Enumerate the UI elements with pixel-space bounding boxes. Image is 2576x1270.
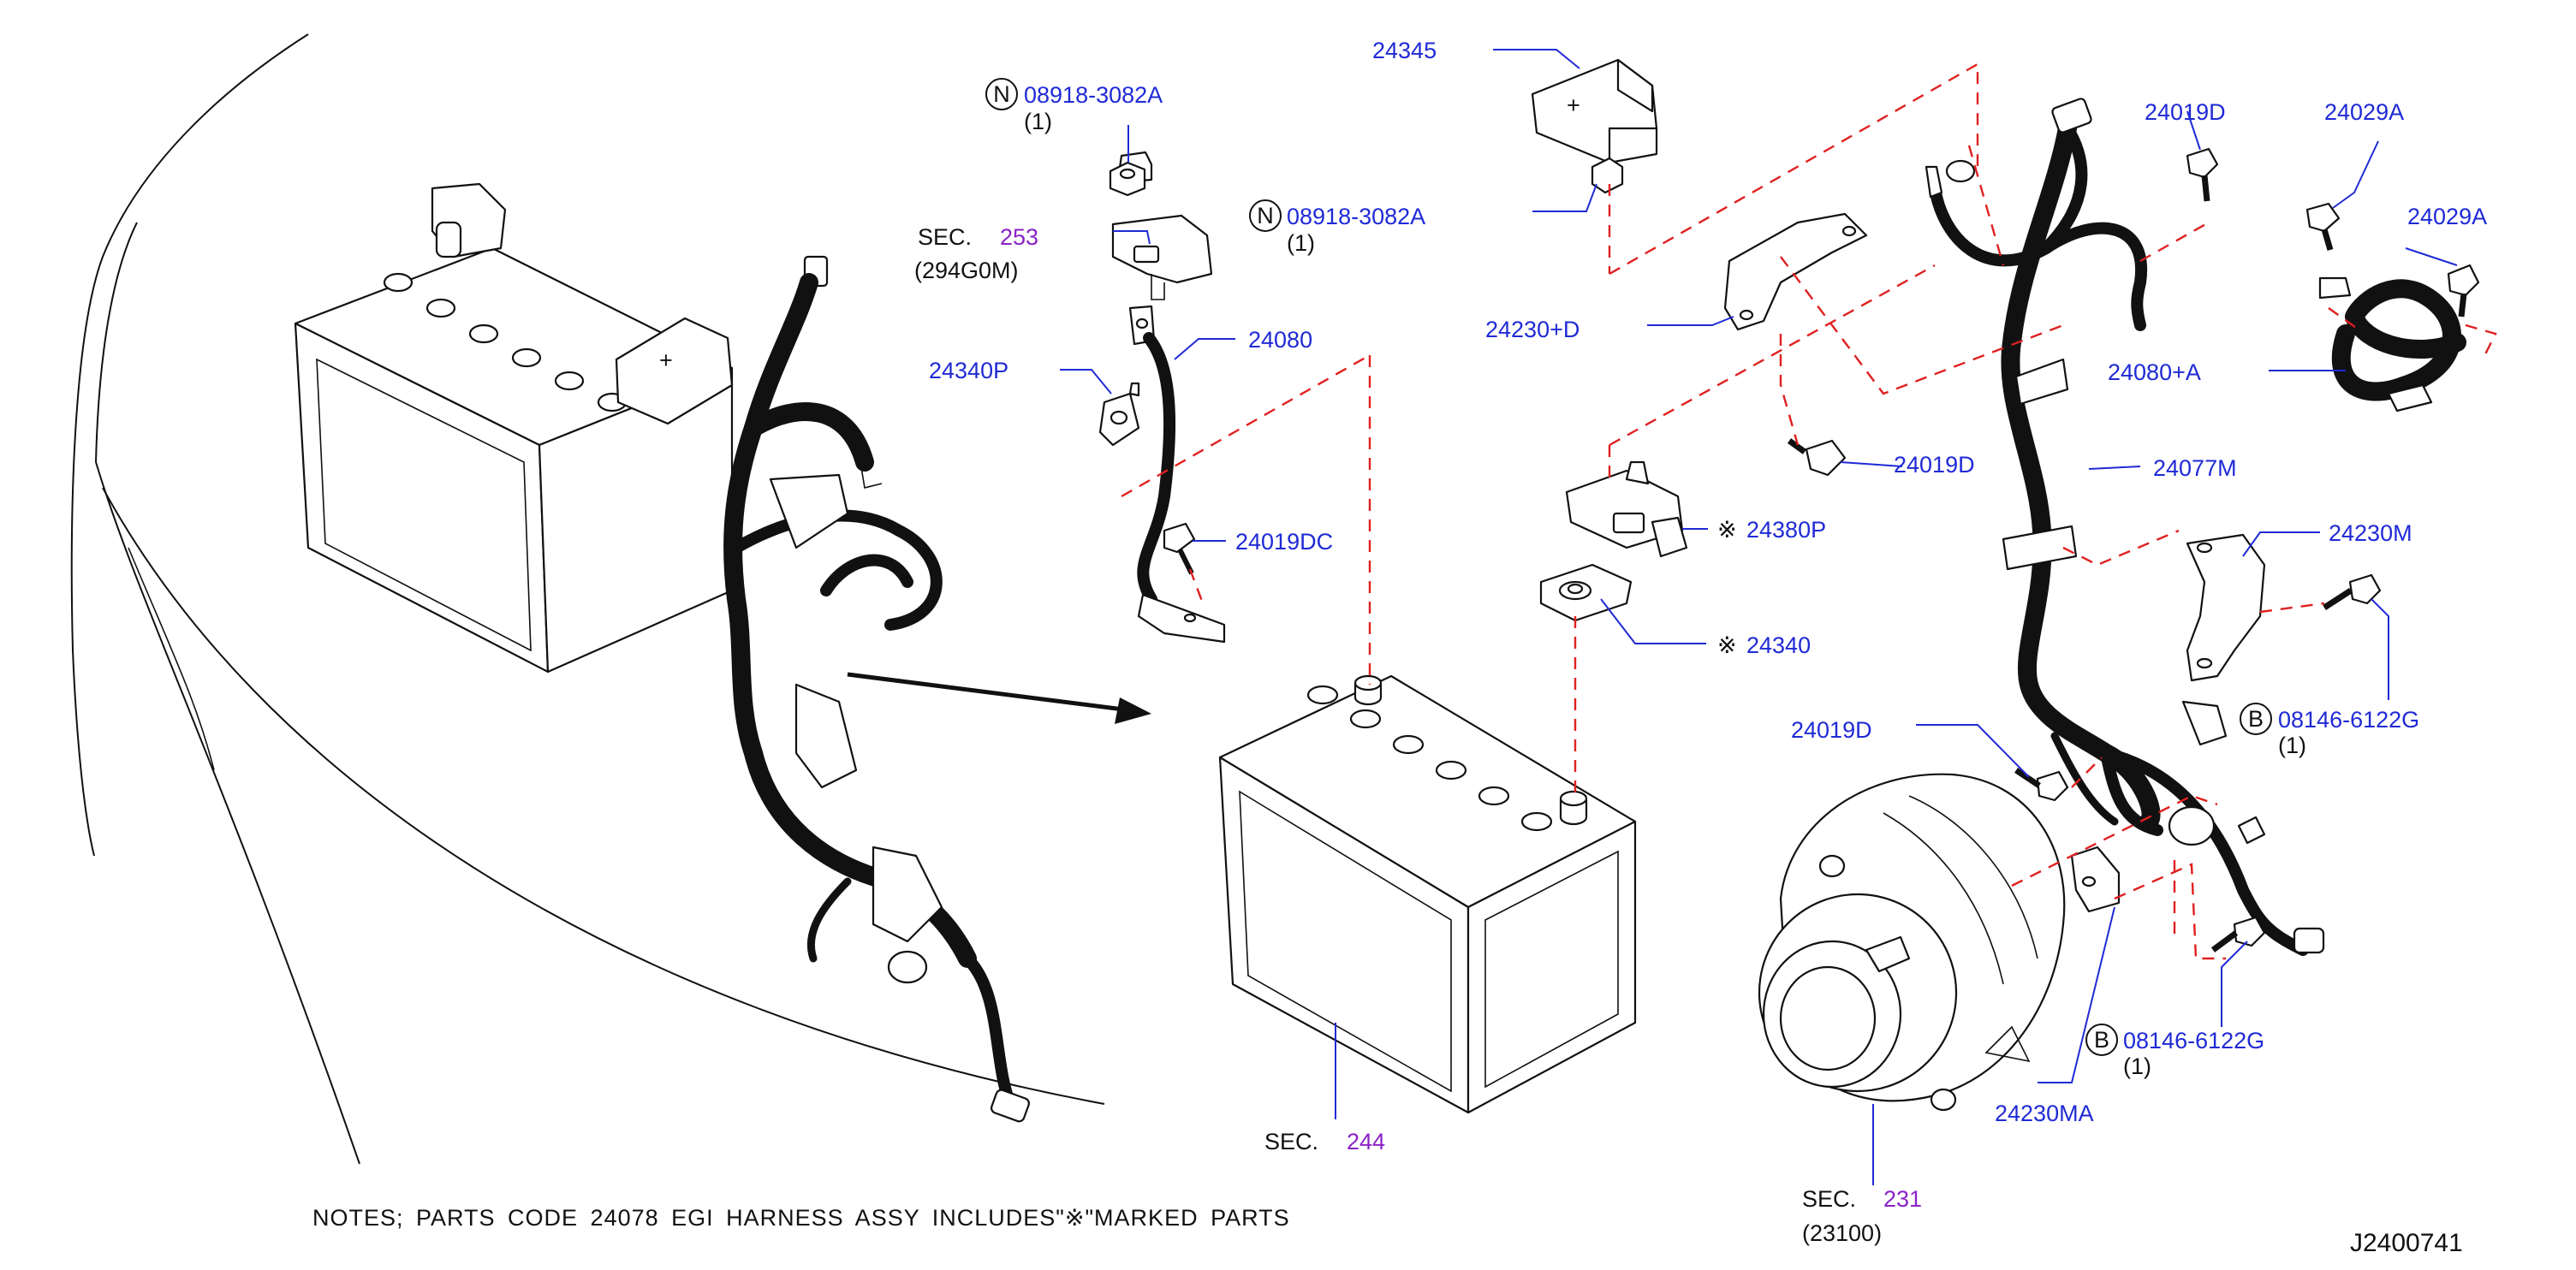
bolt-spec-callout-right: B 08146-6122G (1) [2240,703,2419,758]
alternator-icon [1758,773,2066,1112]
bolt-24029A-second-icon [2447,264,2480,318]
asterisk-mark-24340: ※ [1717,632,1737,658]
section-reference-231: SEC. 231 (23100) [1802,1186,1922,1246]
bolt-08146-right-icon [2323,573,2382,610]
section-reference-244: SEC. 244 [1264,1129,1385,1154]
part-number-24080-A: 24080+A [2108,359,2201,385]
part-number-24019D-top: 24019D [2145,99,2226,125]
part-number-08146-6122G-right: 08146-6122G [2278,707,2419,733]
part-quantity-08146-bottom: (1) [2123,1053,2151,1079]
part-number-24230MA: 24230MA [1995,1101,2094,1126]
sec-231-sub: (23100) [1802,1220,1882,1246]
battery-terminal-cover-icon: + [1531,58,1658,194]
bolt-24019D-mid-icon [1787,438,1847,477]
sec-253-prefix: SEC. [918,224,972,250]
part-number-24340P: 24340P [929,358,1008,383]
badge-b-label-2: B [2094,1027,2109,1053]
bolt-24019D-top-icon [2186,147,2219,202]
svg-text:+: + [1567,92,1580,118]
diagram-id: J2400741 [2350,1229,2463,1257]
part-number-24019D-left: 24019D [1791,717,1872,743]
ground-cable-24080A-icon [2318,276,2466,412]
dashed-connection-lines [1121,62,2497,960]
part-number-24029A-first: 24029A [2324,99,2404,125]
asterisk-mark-24380P: ※ [1717,517,1737,543]
part-number-24019DC: 24019DC [1235,529,1333,555]
part-number-24019D-middle: 24019D [1894,452,1975,478]
wire-harness-24077M-icon [1925,98,2325,956]
part-number-08918-3082A-top: 08918-3082A [1024,82,1163,108]
battery-icon [1218,674,1637,1114]
part-number-08918-3082A-middle: 08918-3082A [1287,204,1425,229]
badge-n-label: N [993,81,1010,107]
direction-arrow-icon [847,672,1151,724]
bracket-24230M-icon [2186,533,2266,682]
sec-253-number: 253 [1000,224,1038,250]
nut-icon [1109,161,1146,197]
bolt-spec-callout-bottom: B 08146-6122G (1) [2085,1024,2264,1079]
part-quantity-08918-middle: (1) [1287,230,1315,256]
bolt-08146-bottom-icon [2210,916,2266,952]
sec-244-prefix: SEC. [1264,1129,1318,1154]
sec-231-prefix: SEC. [1802,1186,1856,1212]
vehicle-body-outline [70,33,1105,1165]
nut-spec-callout-top: N 08918-3082A (1) [985,78,1163,134]
callout-24340: ※ 24340 [1717,632,1811,658]
part-number-08146-6122G-bottom: 08146-6122G [2123,1028,2264,1053]
sec-231-number: 231 [1883,1186,1922,1212]
part-number-24340: 24340 [1746,632,1811,658]
nut-spec-callout-middle: N 08918-3082A (1) [1249,199,1425,256]
bracket-24230D-icon [1723,212,1868,331]
bracket-24230MA-icon [2070,846,2121,913]
section-reference-253: SEC. 253 (294G0M) [914,224,1038,283]
part-number-24230-D: 24230+D [1485,317,1580,342]
terminal-24340-icon [1539,563,1633,622]
sec-244-number: 244 [1347,1129,1385,1154]
part-number-24380P: 24380P [1746,517,1826,543]
part-quantity-08918-top: (1) [1024,109,1052,134]
part-number-24029A-second: 24029A [2407,204,2487,229]
parts-notes: NOTES; PARTS CODE 24078 EGI HARNESS ASSY… [312,1205,1290,1231]
part-number-24077M: 24077M [2153,455,2237,481]
fuse-holder-24380P-icon [1565,460,1688,558]
sec-253-sub: (294G0M) [914,258,1019,283]
part-number-24345: 24345 [1372,38,1437,63]
wire-harness-left-icon [723,273,1030,1123]
badge-b-label: B [2248,706,2264,732]
callout-24380P: ※ 24380P [1717,517,1826,543]
part-quantity-08146-right: (1) [2278,733,2306,758]
battery-cable-icon [1098,305,1226,644]
bolt-24029A-icon [2305,202,2341,251]
part-number-24230M: 24230M [2329,520,2412,546]
part-number-24080: 24080 [1248,327,1312,353]
badge-n-label-2: N [1257,203,1274,228]
bolt-24019DC-icon [1163,522,1196,575]
bolt-24019D-alternator-icon [2014,768,2069,802]
svg-text:+: + [659,347,673,373]
leader-lines [1060,49,2458,1185]
